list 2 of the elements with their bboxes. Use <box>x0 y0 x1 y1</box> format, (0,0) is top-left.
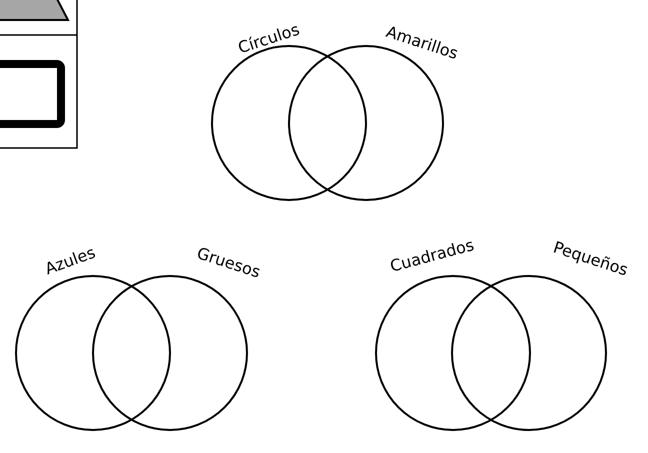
set-label: Círculos <box>235 19 302 57</box>
set-label: Azules <box>42 242 98 278</box>
